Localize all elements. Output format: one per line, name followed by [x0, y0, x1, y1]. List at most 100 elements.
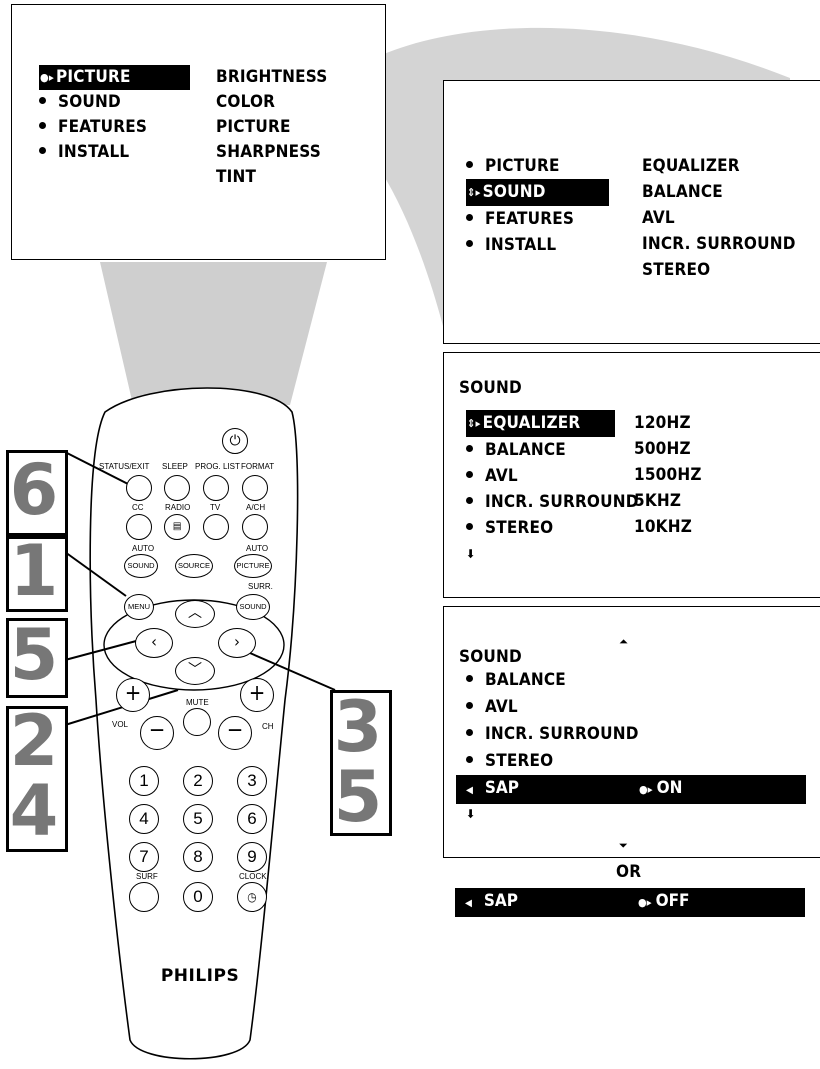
ach-button[interactable] — [242, 514, 268, 540]
brand-logo: PHILIPS — [160, 966, 240, 986]
surr-sound-button[interactable]: SOUND — [236, 594, 270, 620]
menu3-item-incr-surround[interactable]: INCR. SURROUND — [466, 489, 639, 515]
down-button[interactable]: ﹀ — [175, 657, 215, 685]
right-button[interactable]: › — [218, 628, 256, 658]
menu3-item-balance[interactable]: BALANCE — [466, 437, 639, 463]
auto-sound-button[interactable]: SOUND — [124, 554, 158, 578]
tv-button[interactable] — [203, 514, 229, 540]
step-6: 6 — [9, 449, 59, 531]
menu3-item-avl[interactable]: AVL — [466, 463, 639, 489]
scroll-up-icon: ⏶ — [619, 635, 628, 648]
power-icon: ⏻ — [229, 433, 241, 449]
menu1-sub-picture[interactable]: PICTURE — [216, 117, 291, 137]
menu1-item-sound[interactable]: SOUND — [39, 90, 190, 115]
sap-row-on[interactable]: ◀SAP ●▸ON — [456, 775, 806, 804]
or-label: OR — [616, 862, 642, 882]
status-exit-button[interactable] — [126, 475, 152, 501]
step-5-left: 5 — [9, 614, 59, 696]
menu2-sub-avl[interactable]: AVL — [642, 208, 675, 228]
label-sleep: SLEEP — [162, 462, 188, 471]
format-button[interactable] — [242, 475, 268, 501]
menu2-sub-equalizer[interactable]: EQUALIZER — [642, 156, 740, 176]
menu3-value-1500hz: 1500HZ — [634, 465, 702, 485]
up-button[interactable]: ︿ — [175, 600, 215, 628]
scroll-down-icon: ⏷ — [619, 839, 628, 852]
menu1-item-picture[interactable]: ●▸PICTURE — [39, 65, 190, 90]
menu1-sub-brightness[interactable]: BRIGHTNESS — [216, 67, 328, 87]
minus-icon: − — [226, 718, 244, 743]
menu1-item-features[interactable]: FEATURES — [39, 115, 190, 140]
menu4-item-stereo[interactable]: STEREO — [466, 748, 639, 775]
label-clock: CLOCK — [239, 872, 267, 881]
sap-row-off[interactable]: ◀SAP ●▸OFF — [455, 888, 805, 917]
cc-button[interactable] — [126, 514, 152, 540]
vol-up-button[interactable]: + — [116, 678, 150, 712]
mute-button[interactable] — [183, 708, 211, 736]
menu3-value-5khz: 5KHZ — [634, 491, 682, 511]
sound-sap-menu: ⏶ SOUND BALANCE AVL INCR. SURROUND STERE… — [443, 606, 820, 858]
menu2-item-install[interactable]: INSTALL — [466, 232, 609, 258]
menu1-sub-color[interactable]: COLOR — [216, 92, 276, 112]
label-surf: SURF — [136, 872, 158, 881]
sap-value-on: ON — [656, 778, 683, 798]
key-2[interactable]: 2 — [183, 766, 213, 796]
menu1-sub-tint[interactable]: TINT — [216, 167, 257, 187]
radio-button[interactable]: ▤ — [164, 514, 190, 540]
key-7[interactable]: 7 — [129, 842, 159, 872]
menu1-sub-sharpness[interactable]: SHARPNESS — [216, 142, 321, 162]
step-4: 4 — [9, 770, 59, 852]
key-8[interactable]: 8 — [183, 842, 213, 872]
bullet-icon — [466, 702, 473, 709]
surf-button[interactable] — [129, 882, 159, 912]
menu2-sub-balance[interactable]: BALANCE — [642, 182, 723, 202]
sap-value-off: OFF — [655, 891, 690, 911]
auto-picture-button[interactable]: PICTURE — [234, 554, 272, 578]
step-5-right: 5 — [333, 756, 383, 838]
key-4[interactable]: 4 — [129, 804, 159, 834]
menu3-value-120hz: 120HZ — [634, 413, 691, 433]
vol-down-button[interactable]: − — [140, 716, 174, 750]
ch-up-button[interactable]: + — [240, 678, 274, 712]
more-down-icon: ⬇ — [466, 807, 476, 821]
menu2-item-features[interactable]: FEATURES — [466, 206, 609, 232]
power-button[interactable]: ⏻ — [222, 428, 248, 454]
menu1-item-install[interactable]: INSTALL — [39, 140, 190, 165]
key-6[interactable]: 6 — [237, 804, 267, 834]
bullet-icon — [466, 161, 473, 168]
menu4-item-balance[interactable]: BALANCE — [466, 667, 639, 694]
label-status-exit: STATUS/EXIT — [99, 462, 150, 471]
menu4-item-incr-surround[interactable]: INCR. SURROUND — [466, 721, 639, 748]
menu4-item-avl[interactable]: AVL — [466, 694, 639, 721]
menu2-item-picture[interactable]: PICTURE — [466, 153, 609, 179]
left-button[interactable]: ‹ — [135, 628, 173, 658]
label-surr: SURR. — [248, 582, 273, 591]
label-tv: TV — [210, 503, 221, 512]
key-9[interactable]: 9 — [237, 842, 267, 872]
menu-button[interactable]: MENU — [124, 594, 154, 620]
bullet-icon — [39, 122, 46, 129]
left-arrow-icon: ◀ — [466, 785, 473, 796]
key-0[interactable]: 0 — [183, 882, 213, 912]
sleep-button[interactable] — [164, 475, 190, 501]
bullet-icon — [466, 756, 473, 763]
projection-beam — [100, 262, 327, 405]
chevron-left-icon: ‹ — [151, 632, 157, 651]
menu2-item-sound[interactable]: ⇕▸SOUND — [466, 179, 609, 206]
bullet-icon — [466, 214, 473, 221]
menu2-sub-incr-surround[interactable]: INCR. SURROUND — [642, 234, 796, 254]
clock-button[interactable]: ◷ — [237, 882, 267, 912]
prog-list-button[interactable] — [203, 475, 229, 501]
main-menu-sound: PICTURE ⇕▸SOUND FEATURES INSTALL EQUALIZ… — [443, 80, 820, 344]
ch-down-button[interactable]: − — [218, 716, 252, 750]
cursor-icon: ●▸ — [638, 896, 652, 909]
menu3-item-stereo[interactable]: STEREO — [466, 515, 639, 541]
key-5[interactable]: 5 — [183, 804, 213, 834]
label-ch: CH — [262, 722, 274, 731]
key-3[interactable]: 3 — [237, 766, 267, 796]
key-1[interactable]: 1 — [129, 766, 159, 796]
source-button[interactable]: SOURCE — [175, 554, 213, 578]
label-radio: RADIO — [165, 503, 191, 512]
menu3-item-equalizer[interactable]: ⇕▸EQUALIZER — [466, 410, 639, 437]
menu2-sub-stereo[interactable]: STEREO — [642, 260, 711, 280]
step-3: 3 — [333, 686, 383, 768]
